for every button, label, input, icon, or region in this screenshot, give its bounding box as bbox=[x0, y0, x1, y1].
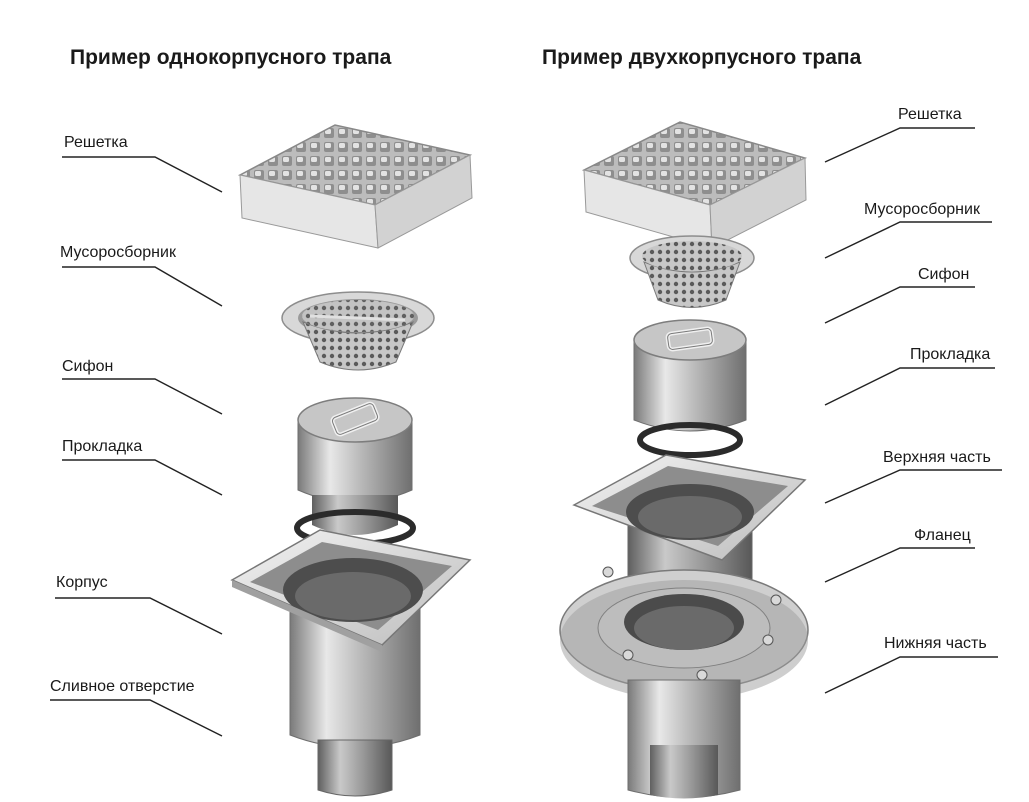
leader-right-upper bbox=[824, 469, 1002, 504]
leader-left-strainer bbox=[62, 266, 223, 307]
right-label-upper: Верхняя часть bbox=[883, 449, 991, 466]
right-flange-part bbox=[559, 566, 809, 700]
leader-lines bbox=[50, 127, 1002, 737]
left-label-gasket: Прокладка bbox=[62, 438, 143, 455]
left-outlet-part bbox=[317, 739, 393, 797]
leader-right-lower bbox=[824, 656, 998, 694]
right-siphon-part bbox=[633, 319, 747, 432]
left-strainer-part bbox=[281, 291, 435, 371]
right-lower-part bbox=[627, 679, 741, 799]
leader-left-gasket bbox=[62, 459, 223, 496]
right-gasket-part bbox=[637, 422, 743, 458]
leader-left-body bbox=[55, 597, 223, 635]
leader-right-grate bbox=[824, 127, 975, 163]
left-siphon-part bbox=[297, 397, 413, 535]
leader-right-flange bbox=[824, 547, 975, 583]
right-label-gasket: Прокладка bbox=[910, 346, 991, 363]
right-upper-part bbox=[572, 454, 807, 596]
leader-left-siphon bbox=[62, 378, 223, 415]
right-label-strainer: Мусоросборник bbox=[864, 201, 980, 218]
left-label-siphon: Сифон bbox=[62, 358, 114, 375]
leader-left-outlet bbox=[50, 699, 223, 737]
right-drain bbox=[559, 121, 809, 799]
left-label-grate: Решетка bbox=[64, 134, 128, 151]
right-label-grate: Решетка bbox=[898, 106, 962, 123]
left-title: Пример однокорпусного трапа bbox=[70, 46, 392, 69]
left-label-outlet: Сливное отверстие bbox=[50, 678, 195, 695]
right-title: Пример двухкорпусного трапа bbox=[542, 46, 862, 69]
leader-right-gasket bbox=[824, 367, 995, 406]
left-drain bbox=[230, 124, 473, 797]
leader-right-strainer bbox=[824, 221, 992, 259]
right-label-flange: Фланец bbox=[914, 527, 971, 544]
right-grate-part bbox=[581, 121, 808, 249]
right-label-lower: Нижняя часть bbox=[884, 635, 987, 652]
left-body-part bbox=[230, 529, 472, 748]
leader-right-siphon bbox=[824, 286, 975, 324]
left-label-strainer: Мусоросборник bbox=[60, 244, 176, 261]
left-grate-part bbox=[237, 124, 473, 249]
left-label-body: Корпус bbox=[56, 574, 108, 591]
right-label-siphon: Сифон bbox=[918, 266, 970, 283]
leader-left-grate bbox=[62, 156, 223, 193]
right-strainer-part bbox=[629, 235, 755, 308]
